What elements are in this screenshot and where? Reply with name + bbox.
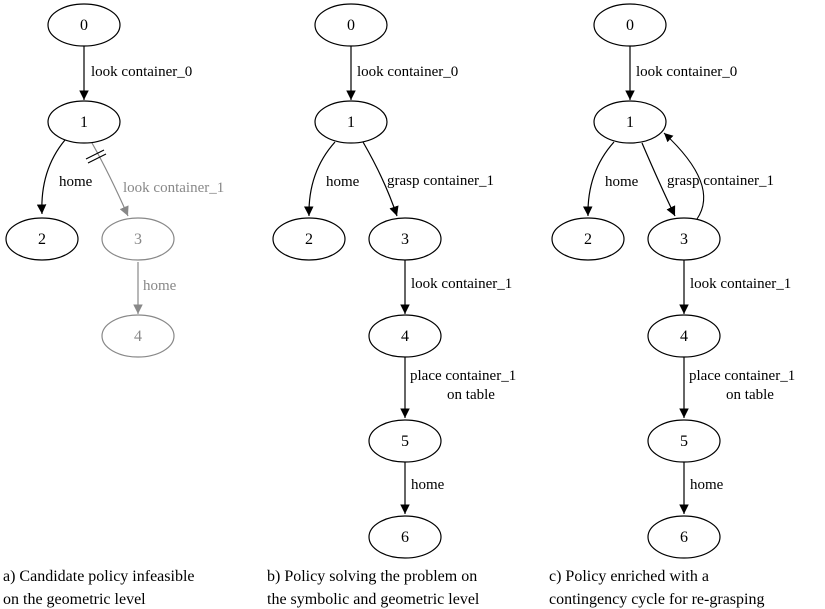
infeasible-marker-icon	[85, 149, 107, 164]
svg-text:0: 0	[80, 17, 88, 34]
svg-text:3: 3	[134, 231, 142, 248]
edge-a-1-2	[36, 139, 66, 215]
edge-label-c-3-4: look container_1	[690, 276, 791, 292]
svg-text:1: 1	[347, 114, 355, 131]
edge-label-c-0-1: look container_0	[636, 64, 737, 80]
svg-text:2: 2	[38, 231, 46, 248]
edge-label-b-4-5-line1: place container_1	[410, 368, 516, 384]
node-a-3: 3	[101, 217, 175, 261]
node-c-0: 0	[593, 3, 667, 47]
edge-label-a-3-4: home	[143, 278, 177, 294]
node-a-4: 4	[101, 314, 175, 358]
panel-c: look container_0 home grasp container_1 …	[549, 3, 795, 608]
node-b-1: 1	[314, 100, 388, 144]
edge-label-b-1-2: home	[326, 174, 360, 190]
svg-text:3: 3	[401, 231, 409, 248]
edge-label-b-4-5-line2: on table	[447, 387, 495, 403]
edge-label-b-5-6: home	[411, 477, 445, 493]
node-b-2: 2	[272, 217, 346, 261]
panel-a: look container_0 home look container_1 h…	[3, 3, 224, 608]
edge-label-a-1-2: home	[59, 174, 93, 190]
edge-label-b-1-3: grasp container_1	[387, 173, 494, 189]
svg-text:6: 6	[401, 529, 409, 546]
svg-text:5: 5	[680, 433, 688, 450]
caption-a-line2: on the geometric level	[3, 591, 146, 608]
node-a-1: 1	[47, 100, 121, 144]
svg-text:0: 0	[626, 17, 634, 34]
caption-b-line1: b) Policy solving the problem on	[267, 568, 477, 585]
svg-text:3: 3	[680, 231, 688, 248]
edge-a-1-3	[91, 142, 129, 217]
caption-b-line2: the symbolic and geometric level	[267, 591, 480, 608]
svg-text:4: 4	[134, 328, 142, 345]
caption-a-line1: a) Candidate policy infeasible	[3, 568, 194, 585]
edge-label-a-0-1: look container_0	[91, 64, 192, 80]
edge-c-3-1-regrasp	[663, 132, 705, 220]
edge-label-c-1-2: home	[605, 174, 639, 190]
node-c-5: 5	[647, 419, 721, 463]
svg-text:5: 5	[401, 433, 409, 450]
caption-c-line2: contingency cycle for re-grasping	[549, 591, 764, 608]
node-c-2: 2	[551, 217, 625, 261]
edge-label-c-1-3: grasp container_1	[667, 173, 774, 189]
edge-c-1-2	[582, 141, 615, 217]
caption-c-line1: c) Policy enriched with a	[549, 568, 709, 585]
node-b-6: 6	[368, 515, 442, 559]
edge-b-1-2	[303, 141, 336, 217]
node-c-3: 3	[647, 217, 721, 261]
svg-text:1: 1	[80, 114, 88, 131]
edge-label-b-3-4: look container_1	[411, 276, 512, 292]
svg-text:4: 4	[401, 328, 409, 345]
edge-label-c-4-5-line2: on table	[726, 387, 774, 403]
node-b-5: 5	[368, 419, 442, 463]
svg-text:1: 1	[626, 114, 634, 131]
edge-c-1-3	[641, 142, 676, 217]
node-b-0: 0	[314, 3, 388, 47]
node-a-0: 0	[47, 3, 121, 47]
edge-label-b-0-1: look container_0	[357, 64, 458, 80]
edge-label-c-5-6: home	[690, 477, 724, 493]
node-a-2: 2	[5, 217, 79, 261]
svg-text:0: 0	[347, 17, 355, 34]
panel-b: look container_0 home grasp container_1 …	[267, 3, 516, 608]
edge-b-1-3	[362, 141, 399, 217]
node-b-3: 3	[368, 217, 442, 261]
svg-text:4: 4	[680, 328, 688, 345]
node-c-4: 4	[647, 314, 721, 358]
edge-label-c-4-5-line1: place container_1	[689, 368, 795, 384]
node-c-6: 6	[647, 515, 721, 559]
node-b-4: 4	[368, 314, 442, 358]
edge-label-a-1-3: look container_1	[123, 180, 224, 196]
svg-text:2: 2	[305, 231, 313, 248]
svg-text:2: 2	[584, 231, 592, 248]
node-c-1: 1	[593, 100, 667, 144]
svg-text:6: 6	[680, 529, 688, 546]
